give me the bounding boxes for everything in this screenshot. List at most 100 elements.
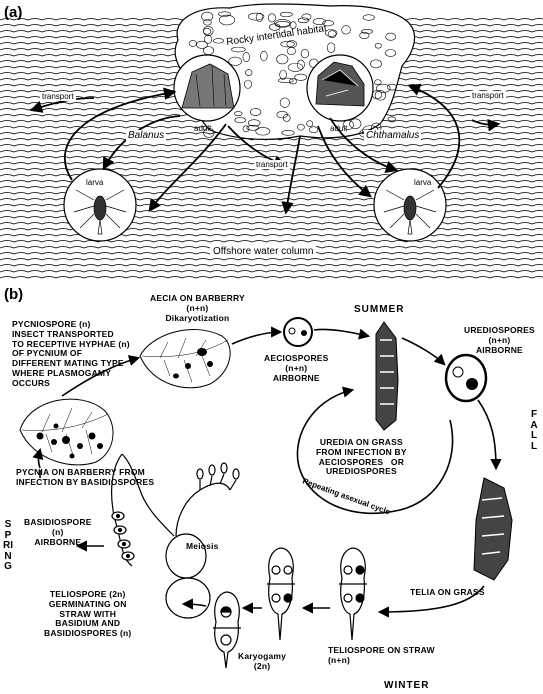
balanus-larva-label: larva xyxy=(86,178,104,187)
wave-line xyxy=(0,156,543,159)
season-winter: WINTER xyxy=(384,680,430,691)
aecia-label: AECIA ON BARBERRY (n+n) Dikaryotization xyxy=(150,293,245,323)
teliospore-straw-label: TELIOSPORE ON STRAW (n+n) xyxy=(328,645,435,665)
pebble xyxy=(349,118,362,130)
chthamalus-adult-label: adult xyxy=(330,124,348,133)
pebble xyxy=(341,25,351,35)
aeciospore-cell xyxy=(283,317,313,347)
pebble xyxy=(278,77,294,84)
pebble xyxy=(386,83,397,91)
transport-label-right: transport xyxy=(470,91,506,101)
pebble xyxy=(248,12,265,21)
pebble xyxy=(312,18,326,25)
wave-line xyxy=(0,144,543,147)
pebble xyxy=(201,11,214,22)
transport-label-left: transport xyxy=(40,92,76,102)
telia-label: TELIA ON GRASS xyxy=(410,587,485,597)
wave-line xyxy=(0,276,543,279)
pebble xyxy=(234,111,243,117)
pebble xyxy=(286,47,296,55)
wave-line xyxy=(0,258,543,261)
repeating-cycle-loop xyxy=(296,386,454,515)
pebble xyxy=(387,116,396,122)
meiosis-label: Meiosis xyxy=(186,541,219,551)
pebble xyxy=(370,59,382,69)
balanus-species-label: Balanus xyxy=(126,130,167,142)
urediospores-label: UREDIOSPORES (n+n) AIRBORNE xyxy=(464,325,535,355)
teliospore-straw-left xyxy=(267,547,295,641)
wave-line xyxy=(0,264,543,267)
pebble xyxy=(279,11,293,18)
panel-a-label: (a) xyxy=(4,4,23,21)
teliospore-germinating-label: TELIOSPORE (2n) GERMINATING ON STRAW WIT… xyxy=(44,589,132,639)
pebble xyxy=(325,29,338,37)
pebble xyxy=(289,78,297,85)
pebble xyxy=(279,69,287,80)
pebble xyxy=(242,52,250,63)
pebble xyxy=(255,127,271,136)
pebble xyxy=(234,117,246,124)
pebble xyxy=(301,13,312,21)
pebble xyxy=(297,59,305,70)
pebble xyxy=(322,20,334,27)
pebble xyxy=(279,97,290,108)
chthamalus-larva-label: larva xyxy=(414,178,432,187)
pebble xyxy=(385,32,397,41)
wave-line xyxy=(0,240,543,243)
pebble xyxy=(203,27,212,35)
transport-label-center: transport xyxy=(254,160,290,170)
chthamalus-larva-drawing xyxy=(383,189,437,235)
pebble xyxy=(231,46,246,53)
pebble xyxy=(280,41,295,48)
pebble xyxy=(362,14,375,21)
pebble xyxy=(374,90,386,101)
grass-stem-uredia xyxy=(375,321,399,431)
pebble xyxy=(282,114,291,122)
urediospore-cell xyxy=(444,353,488,403)
pebble xyxy=(250,108,262,116)
wave-line xyxy=(0,270,543,273)
teliospore-karyogamy xyxy=(213,591,241,669)
pebble xyxy=(228,56,242,66)
teliospore-straw-right xyxy=(339,547,367,641)
balanus-adult-label: adult xyxy=(194,124,212,133)
wave-line xyxy=(0,150,543,153)
panel-b-label: (b) xyxy=(4,286,24,303)
barberry-leaf-pycnia xyxy=(19,398,114,466)
karyogamy-label: Karyogamy (2n) xyxy=(238,651,287,671)
pebble xyxy=(361,29,373,34)
pebble xyxy=(196,40,208,49)
pycnia-label: PYCNIA ON BARBERRY FROM INFECTION BY BAS… xyxy=(16,467,155,487)
rocky-pebbles xyxy=(188,11,397,138)
pycniospore-label: PYCNIOSPORE (n) INSECT TRANSPORTED TO RE… xyxy=(12,319,130,388)
chthamalus-species-label: Chthamalus xyxy=(364,130,422,142)
pebble xyxy=(359,31,370,39)
pebble xyxy=(246,125,260,131)
pebble xyxy=(374,79,382,85)
pebble xyxy=(374,42,382,49)
aecia-spots xyxy=(173,348,213,379)
pebble xyxy=(289,21,297,29)
pebble xyxy=(297,123,305,131)
pebble xyxy=(300,49,309,59)
pebble xyxy=(260,50,268,62)
pebble xyxy=(242,125,250,133)
season-summer: SUMMER xyxy=(354,304,405,315)
aeciospores-label: AECIOSPORES (n+n) AIRBORNE xyxy=(264,353,329,383)
basidiospore-label: BASIDIOSPORE (n) AIRBORNE xyxy=(24,517,92,547)
germinating-teliospore-basidium xyxy=(111,453,240,619)
pebble xyxy=(213,38,225,44)
season-fall: FALL xyxy=(530,409,538,452)
pebble xyxy=(306,120,314,127)
season-spring: SPRING xyxy=(3,519,13,572)
pebble xyxy=(276,54,289,65)
barberry-leaf-aecia xyxy=(139,328,231,389)
pebble xyxy=(281,130,295,136)
panel-b-cycle-arrows xyxy=(39,326,502,618)
pebble xyxy=(245,69,253,76)
pycnia-spots xyxy=(36,423,103,459)
pebble xyxy=(219,14,235,26)
balanus-larva-drawing xyxy=(73,189,127,235)
pebble xyxy=(287,62,304,72)
